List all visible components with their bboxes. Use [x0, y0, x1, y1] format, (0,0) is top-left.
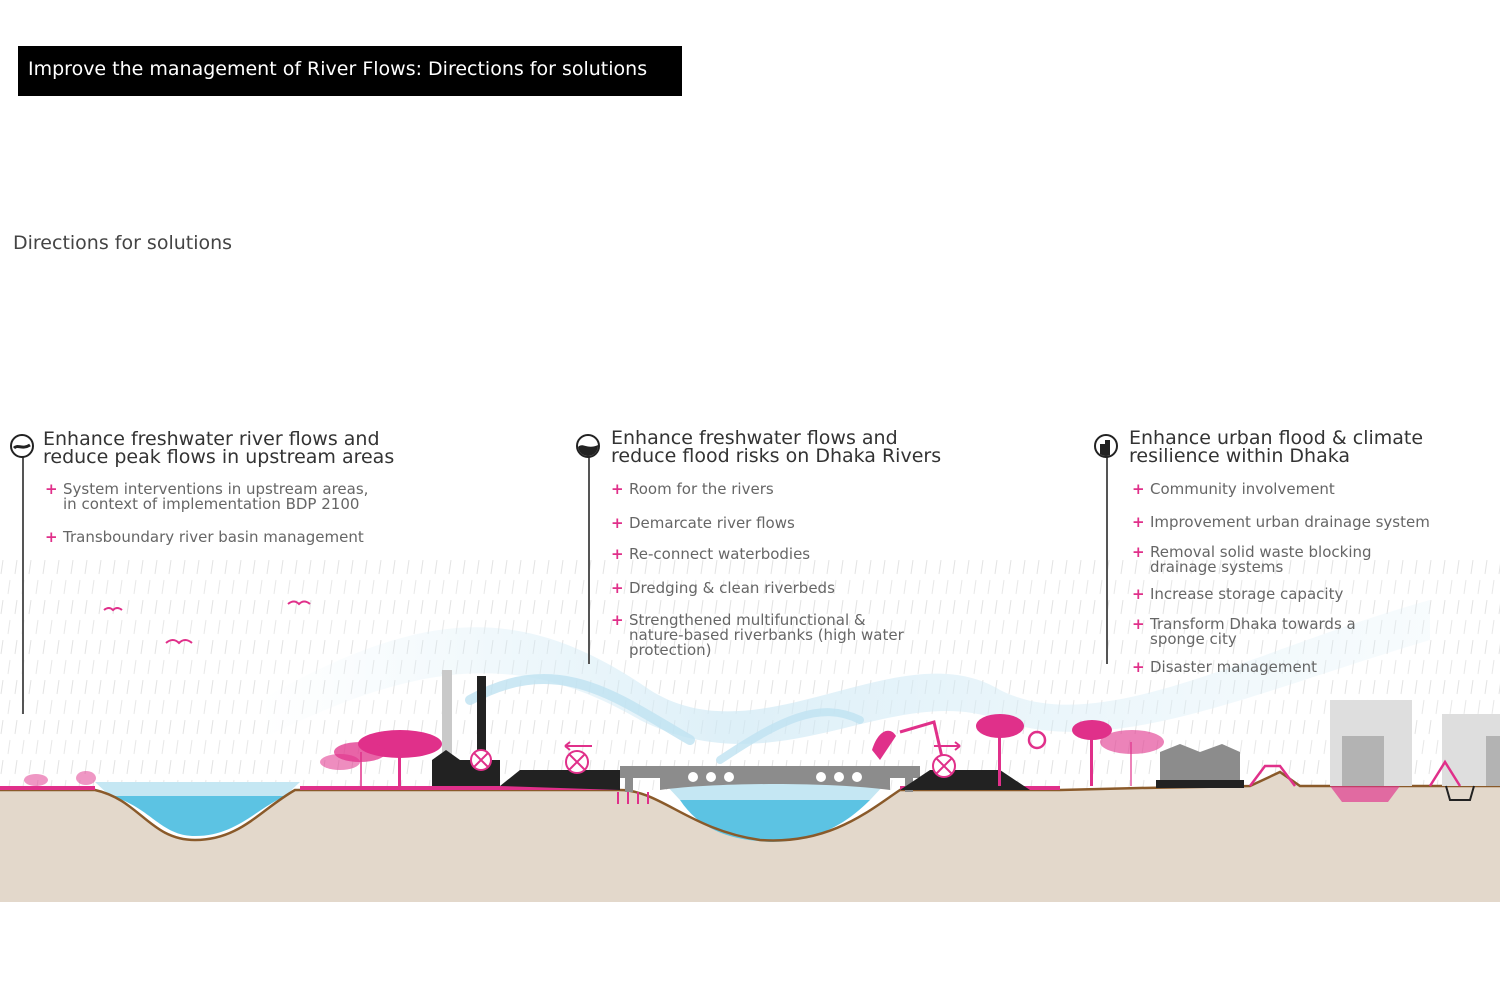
- embankment-right: [900, 770, 1030, 790]
- air-flow-band: [260, 600, 1430, 744]
- vegetation-strip: [0, 786, 1060, 790]
- list-item: +Increase storage capacity: [1132, 585, 1344, 603]
- column-3-pointer-line: [1106, 452, 1108, 664]
- tree-group: [24, 730, 442, 786]
- river-dhaka-floodplain: [665, 784, 885, 800]
- plus-icon: +: [1132, 615, 1145, 633]
- arrow-right-icon: [934, 741, 961, 751]
- city-flood-icon: [1094, 434, 1118, 458]
- dark-base: [1156, 780, 1244, 788]
- prohibited-sign: [1027, 730, 1047, 750]
- plus-icon: +: [611, 545, 624, 563]
- column-urban-resilience: Enhance urban flood & climate resilience…: [1129, 427, 1430, 675]
- plus-icon: +: [1132, 658, 1145, 676]
- plus-icon: +: [611, 579, 624, 597]
- chimney-light: [442, 670, 452, 762]
- column-heading: Enhance freshwater flows and reduce floo…: [611, 427, 942, 467]
- list-item: +Strengthened multifunctional &nature-ba…: [611, 611, 904, 659]
- plus-icon: +: [611, 480, 624, 498]
- plus-icon: +: [1132, 543, 1145, 561]
- factory-shed: [1160, 744, 1240, 786]
- air-flow-arrow: [465, 674, 695, 745]
- dredger-crane: [872, 730, 896, 760]
- factory-building: [432, 750, 500, 786]
- wave-icon: [576, 434, 600, 458]
- city-buildings: [1330, 700, 1500, 786]
- air-flow-arrow: [716, 708, 864, 764]
- list-item: +Improvement urban drainage system: [1132, 513, 1430, 531]
- list-item: +Demarcate river flows: [611, 514, 795, 532]
- river-flow-icon: [10, 434, 34, 458]
- list-item: +Transboundary river basin management: [45, 528, 364, 546]
- dyke-structure: [1249, 764, 1296, 787]
- column-heading: Enhance freshwater river flows and reduc…: [43, 428, 395, 468]
- column-1-pointer-line: [22, 452, 24, 714]
- list-item: +System interventions in upstream areas,…: [45, 480, 369, 513]
- column-upstream: Enhance freshwater river flows and reduc…: [43, 428, 395, 545]
- plus-icon: +: [45, 528, 58, 546]
- column-heading: Enhance urban flood & climate resilience…: [1129, 427, 1424, 467]
- river-upstream-floodplain: [95, 782, 300, 796]
- section-subtitle: Directions for solutions: [13, 232, 233, 254]
- plus-icon: +: [1132, 513, 1145, 531]
- column-dhaka-rivers: Enhance freshwater flows and reduce floo…: [611, 427, 942, 658]
- storage-basin: [1330, 786, 1400, 802]
- plus-icon: +: [611, 611, 624, 629]
- river-upstream-water: [110, 796, 285, 836]
- list-item: +Disaster management: [1132, 658, 1318, 676]
- ground: [0, 772, 1500, 902]
- list-item: +Dredging & clean riverbeds: [611, 579, 835, 597]
- plus-icon: +: [1132, 480, 1145, 498]
- plus-icon: +: [1132, 585, 1145, 603]
- page-title: Improve the management of River Flows: D…: [18, 46, 682, 96]
- arrow-left-right-icon: [564, 741, 592, 751]
- embankment-left: [500, 770, 620, 790]
- sponge-triangle: [1428, 759, 1462, 787]
- bird-icon: [165, 639, 193, 645]
- bird-icon: [103, 607, 123, 612]
- bird-icon: [287, 600, 311, 606]
- tree-group: [976, 714, 1164, 786]
- chimney-dark: [477, 676, 486, 764]
- drainage-arrows-icon: [617, 792, 649, 804]
- list-item: +Community involvement: [1132, 480, 1335, 498]
- drain-pit: [1445, 785, 1475, 801]
- list-item: +Room for the rivers: [611, 480, 774, 498]
- column-2-pointer-line: [588, 452, 590, 664]
- plus-icon: +: [45, 480, 58, 498]
- list-item: +Re-connect waterbodies: [611, 545, 811, 563]
- plus-icon: +: [611, 514, 624, 532]
